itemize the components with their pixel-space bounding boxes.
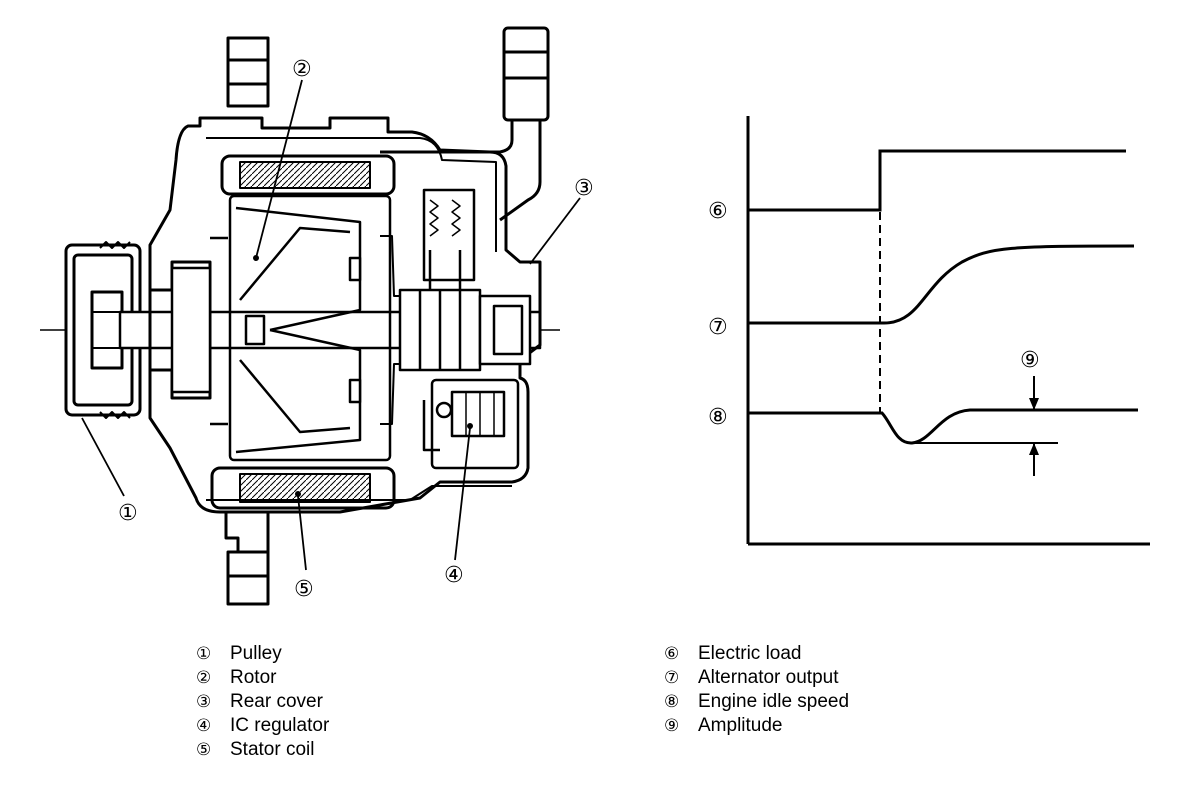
legend-label: Rotor — [230, 667, 277, 688]
legend-num: ⑨ — [664, 716, 680, 736]
legend-num: ⑤ — [196, 740, 212, 760]
leader-rear-cover — [529, 197, 581, 265]
legend-label: Stator coil — [230, 739, 315, 760]
timing-graph — [746, 116, 1150, 546]
callout-pulley: ① — [118, 501, 138, 526]
callout-stator-coil: ⑤ — [294, 577, 314, 602]
callout-alternator-output: ⑦ — [708, 315, 728, 340]
stator-coil — [210, 154, 396, 510]
callout-ic-regulator: ④ — [444, 563, 464, 588]
slip-ring — [380, 188, 532, 425]
leader-lines — [81, 79, 581, 571]
callout-engine-idle-speed: ⑧ — [708, 405, 728, 430]
trace-alternator-output — [748, 244, 1135, 325]
legend-num: ③ — [196, 692, 212, 712]
legend-num: ② — [196, 668, 212, 688]
rotor — [210, 194, 392, 462]
outer-case — [148, 116, 542, 514]
legend-num: ⑦ — [664, 668, 680, 688]
legend-item-stator-coil: ⑤ Stator coil — [196, 738, 329, 762]
alternator-cross-section — [40, 26, 560, 606]
pulley — [64, 241, 142, 419]
legend-label: IC regulator — [230, 715, 330, 736]
legend-label: Rear cover — [230, 691, 323, 712]
legend-label: Amplitude — [698, 715, 783, 736]
legend-item-electric-load: ⑥ Electric load — [664, 642, 849, 666]
callout-electric-load: ⑥ — [708, 199, 728, 224]
ic-regulator — [422, 378, 520, 470]
legend-label: Engine idle speed — [698, 691, 850, 712]
legend-item-rear-cover: ③ Rear cover — [196, 690, 329, 714]
legend-item-rotor: ② Rotor — [196, 666, 329, 690]
legend-alternator-parts: ① Pulley ② Rotor ③ Rear cover ④ IC regulator… — [196, 642, 329, 762]
leader-stator-coil — [297, 495, 307, 571]
bottom-terminal — [224, 512, 270, 606]
legend-num: ⑥ — [664, 644, 680, 664]
legend-item-alternator-output: ⑦ Alternator output — [664, 666, 849, 690]
legend-num: ④ — [196, 716, 212, 736]
legend-item-engine-idle-speed: ⑧ Engine idle speed — [664, 690, 849, 714]
legend-label: Pulley — [230, 643, 282, 664]
leader-ic-regulator — [454, 427, 471, 561]
callout-rotor: ② — [292, 57, 312, 82]
top-terminal-left — [226, 36, 270, 108]
amplitude-arrowhead-top — [1029, 398, 1039, 410]
callout-rear-cover: ③ — [574, 176, 594, 201]
leader-rotor — [255, 79, 303, 259]
callout-amplitude: ⑨ — [1020, 348, 1040, 373]
legend-graph-signals: ⑥ Electric load ⑦ Alternator output ⑧ Engin… — [664, 642, 849, 738]
legend-num: ① — [196, 644, 212, 664]
amplitude-arrowhead-bottom — [1029, 443, 1039, 455]
legend-label: Electric load — [698, 643, 802, 664]
trace-engine-idle-speed — [748, 408, 1138, 445]
top-terminal-right — [380, 26, 550, 222]
legend-item-ic-regulator: ④ IC regulator — [196, 714, 329, 738]
leader-pulley — [81, 417, 125, 497]
legend-item-amplitude: ⑨ Amplitude — [664, 714, 849, 738]
trace-electric-load — [748, 149, 1126, 212]
legend-item-pulley: ① Pulley — [196, 642, 329, 666]
legend-label: Alternator output — [698, 667, 839, 688]
legend-num: ⑧ — [664, 692, 680, 712]
